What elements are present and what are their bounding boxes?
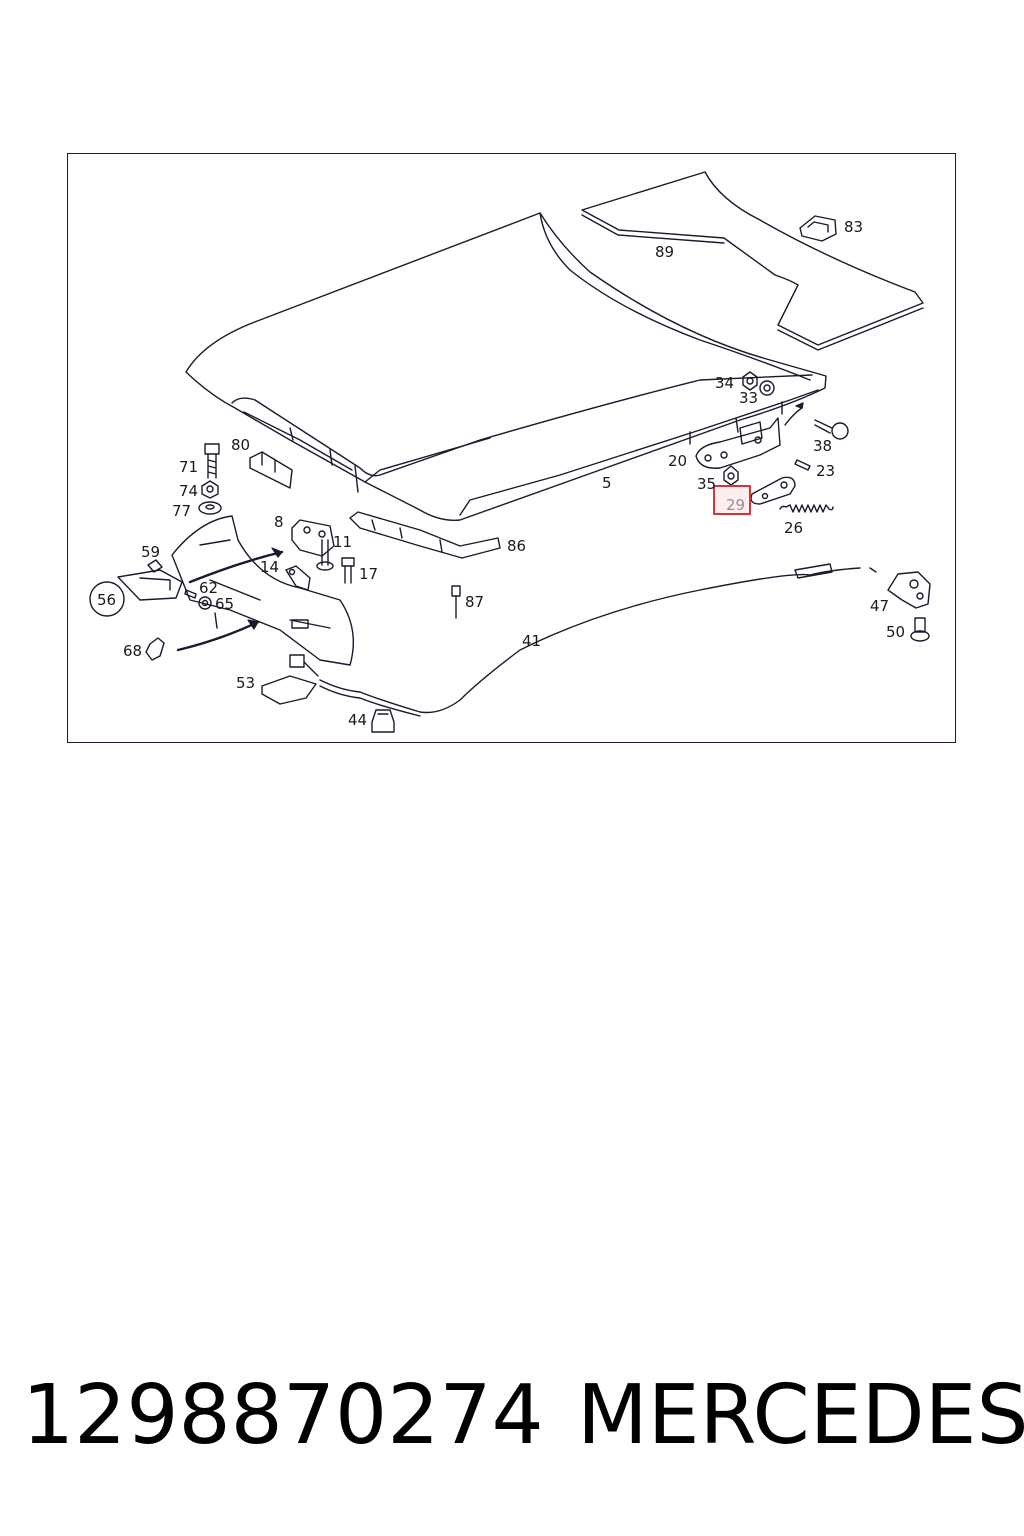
- callout-5[interactable]: 5: [602, 474, 612, 492]
- hinge-lever: [750, 476, 796, 505]
- bolt-71: [204, 443, 220, 479]
- pin-23: [794, 459, 811, 471]
- callout-77[interactable]: 77: [172, 502, 191, 520]
- callout-11[interactable]: 11: [333, 533, 352, 551]
- diagram-frame: [67, 153, 956, 743]
- bolt-11: [316, 539, 334, 571]
- leader-65: [214, 612, 218, 629]
- callout-20[interactable]: 20: [668, 452, 687, 470]
- part-number: 1298870274: [22, 1368, 544, 1463]
- callout-80[interactable]: 80: [231, 436, 250, 454]
- callout-65[interactable]: 65: [215, 595, 234, 613]
- release-handle-53: [261, 654, 319, 705]
- callout-53[interactable]: 53: [236, 674, 255, 692]
- highlight-box-29: [713, 485, 751, 515]
- washer-33: [759, 380, 775, 396]
- pointer-arrows: [176, 547, 284, 652]
- release-cable-41: [319, 563, 861, 717]
- bolt-50: [910, 617, 930, 642]
- callout-56[interactable]: 56: [97, 591, 116, 609]
- lock-carrier: [171, 515, 355, 666]
- callout-62[interactable]: 62: [199, 579, 218, 597]
- callout-8[interactable]: 8: [274, 513, 284, 531]
- callout-44[interactable]: 44: [348, 711, 367, 729]
- caption: 1298870274 MERCEDES: [22, 1366, 1024, 1466]
- hood: [185, 212, 827, 521]
- nut-65: [198, 596, 212, 610]
- brand-name: MERCEDES: [577, 1368, 1024, 1463]
- callout-86[interactable]: 86: [507, 537, 526, 555]
- release-lever-59: [117, 559, 183, 601]
- callout-59[interactable]: 59: [141, 543, 160, 561]
- callout-17[interactable]: 17: [359, 565, 378, 583]
- callout-41[interactable]: 41: [522, 632, 541, 650]
- hood-lock-47: [869, 567, 931, 609]
- nut-35: [723, 465, 739, 486]
- callout-38[interactable]: 38: [813, 437, 832, 455]
- callout-35[interactable]: 35: [697, 475, 716, 493]
- callout-34[interactable]: 34: [715, 374, 734, 392]
- nut-34: [742, 371, 758, 391]
- insulation-mat: [581, 171, 924, 346]
- callout-14[interactable]: 14: [260, 558, 279, 576]
- hinge-right: [695, 402, 804, 469]
- clip-83-part: [799, 215, 837, 242]
- callout-89[interactable]: 89: [655, 243, 674, 261]
- callout-83[interactable]: 83: [844, 218, 863, 236]
- callout-71[interactable]: 71: [179, 458, 198, 476]
- callout-47[interactable]: 47: [870, 597, 889, 615]
- callout-68[interactable]: 68: [123, 642, 142, 660]
- parts-diagram: 83 89 34 33 38 20 23 5 35 29 26 71 80 74…: [89, 171, 931, 733]
- bolt-38: [814, 419, 849, 440]
- callout-87[interactable]: 87: [465, 593, 484, 611]
- callout-74[interactable]: 74: [179, 482, 198, 500]
- nut-74: [201, 480, 219, 499]
- washer-77: [198, 501, 222, 515]
- callout-labels: 83 89 34 33 38 20 23 5 35 29 26 71 80 74…: [97, 218, 905, 729]
- callout-29[interactable]: 29: [726, 496, 745, 514]
- callout-23[interactable]: 23: [816, 462, 835, 480]
- callout-50[interactable]: 50: [886, 623, 905, 641]
- clip-44: [371, 709, 395, 733]
- catch-14: [285, 565, 311, 591]
- callout-33[interactable]: 33: [739, 389, 758, 407]
- pin-62: [184, 589, 197, 599]
- bumper-80: [249, 451, 293, 489]
- spring-26: [779, 504, 834, 513]
- insulation-mat-edge: [581, 214, 924, 351]
- rail-86: [349, 511, 501, 559]
- bolt-17: [341, 557, 355, 584]
- callout-circle-56: [89, 581, 125, 617]
- callout-26[interactable]: 26: [784, 519, 803, 537]
- pin-87: [451, 585, 461, 619]
- clip-68: [145, 637, 165, 661]
